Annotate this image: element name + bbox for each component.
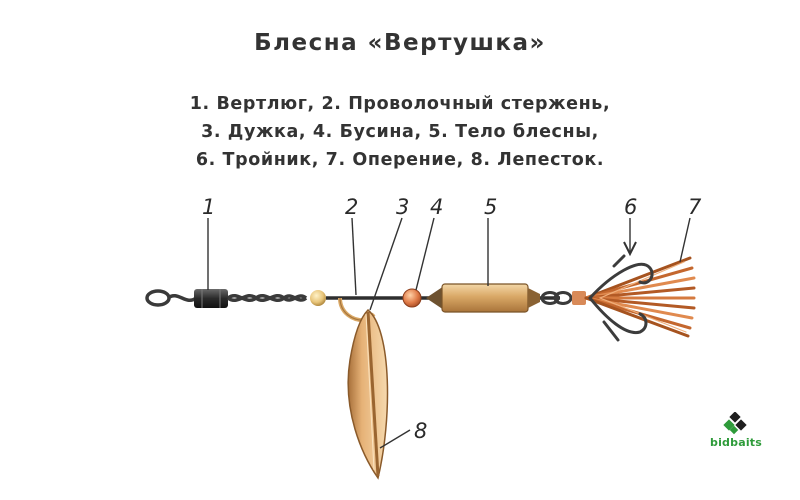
legend: 1. Вертлюг, 2. Проволочный стержень, 3. … (0, 90, 800, 174)
callout-5: 5 (484, 195, 497, 219)
callout-2: 2 (345, 195, 358, 219)
arrow-icon (623, 241, 637, 257)
small-bead (310, 290, 326, 306)
treble-hook (588, 254, 654, 342)
callout-3: 3 (396, 195, 409, 219)
swivel (166, 289, 228, 308)
callout-1: 1 (202, 195, 215, 219)
hook-link (540, 291, 586, 305)
feather-tail (584, 256, 696, 338)
callout-8: 8 (414, 419, 427, 443)
callout-6: 6 (624, 195, 637, 219)
brand-mark-icon (723, 411, 747, 435)
bead (402, 288, 422, 308)
callout-4: 4 (430, 195, 443, 219)
legend-line-1: 1. Вертлюг, 2. Проволочный стержень, (189, 94, 611, 114)
petal-blade (347, 308, 389, 480)
brand-logo: bidbaits (704, 411, 768, 458)
wire-eye (145, 289, 171, 307)
lure-body (426, 283, 540, 313)
legend-line-2: 3. Дужка, 4. Бусина, 5. Тело блесны, (201, 122, 599, 142)
brand-name: bidbaits (710, 436, 762, 449)
callout-lines (207, 217, 691, 449)
legend-line-3: 6. Тройник, 7. Оперение, 8. Лепесток. (195, 150, 605, 170)
twisted-wire (226, 294, 308, 302)
callout-7: 7 (688, 195, 702, 219)
diagram-title: Блесна «Вертушка» (254, 30, 546, 56)
